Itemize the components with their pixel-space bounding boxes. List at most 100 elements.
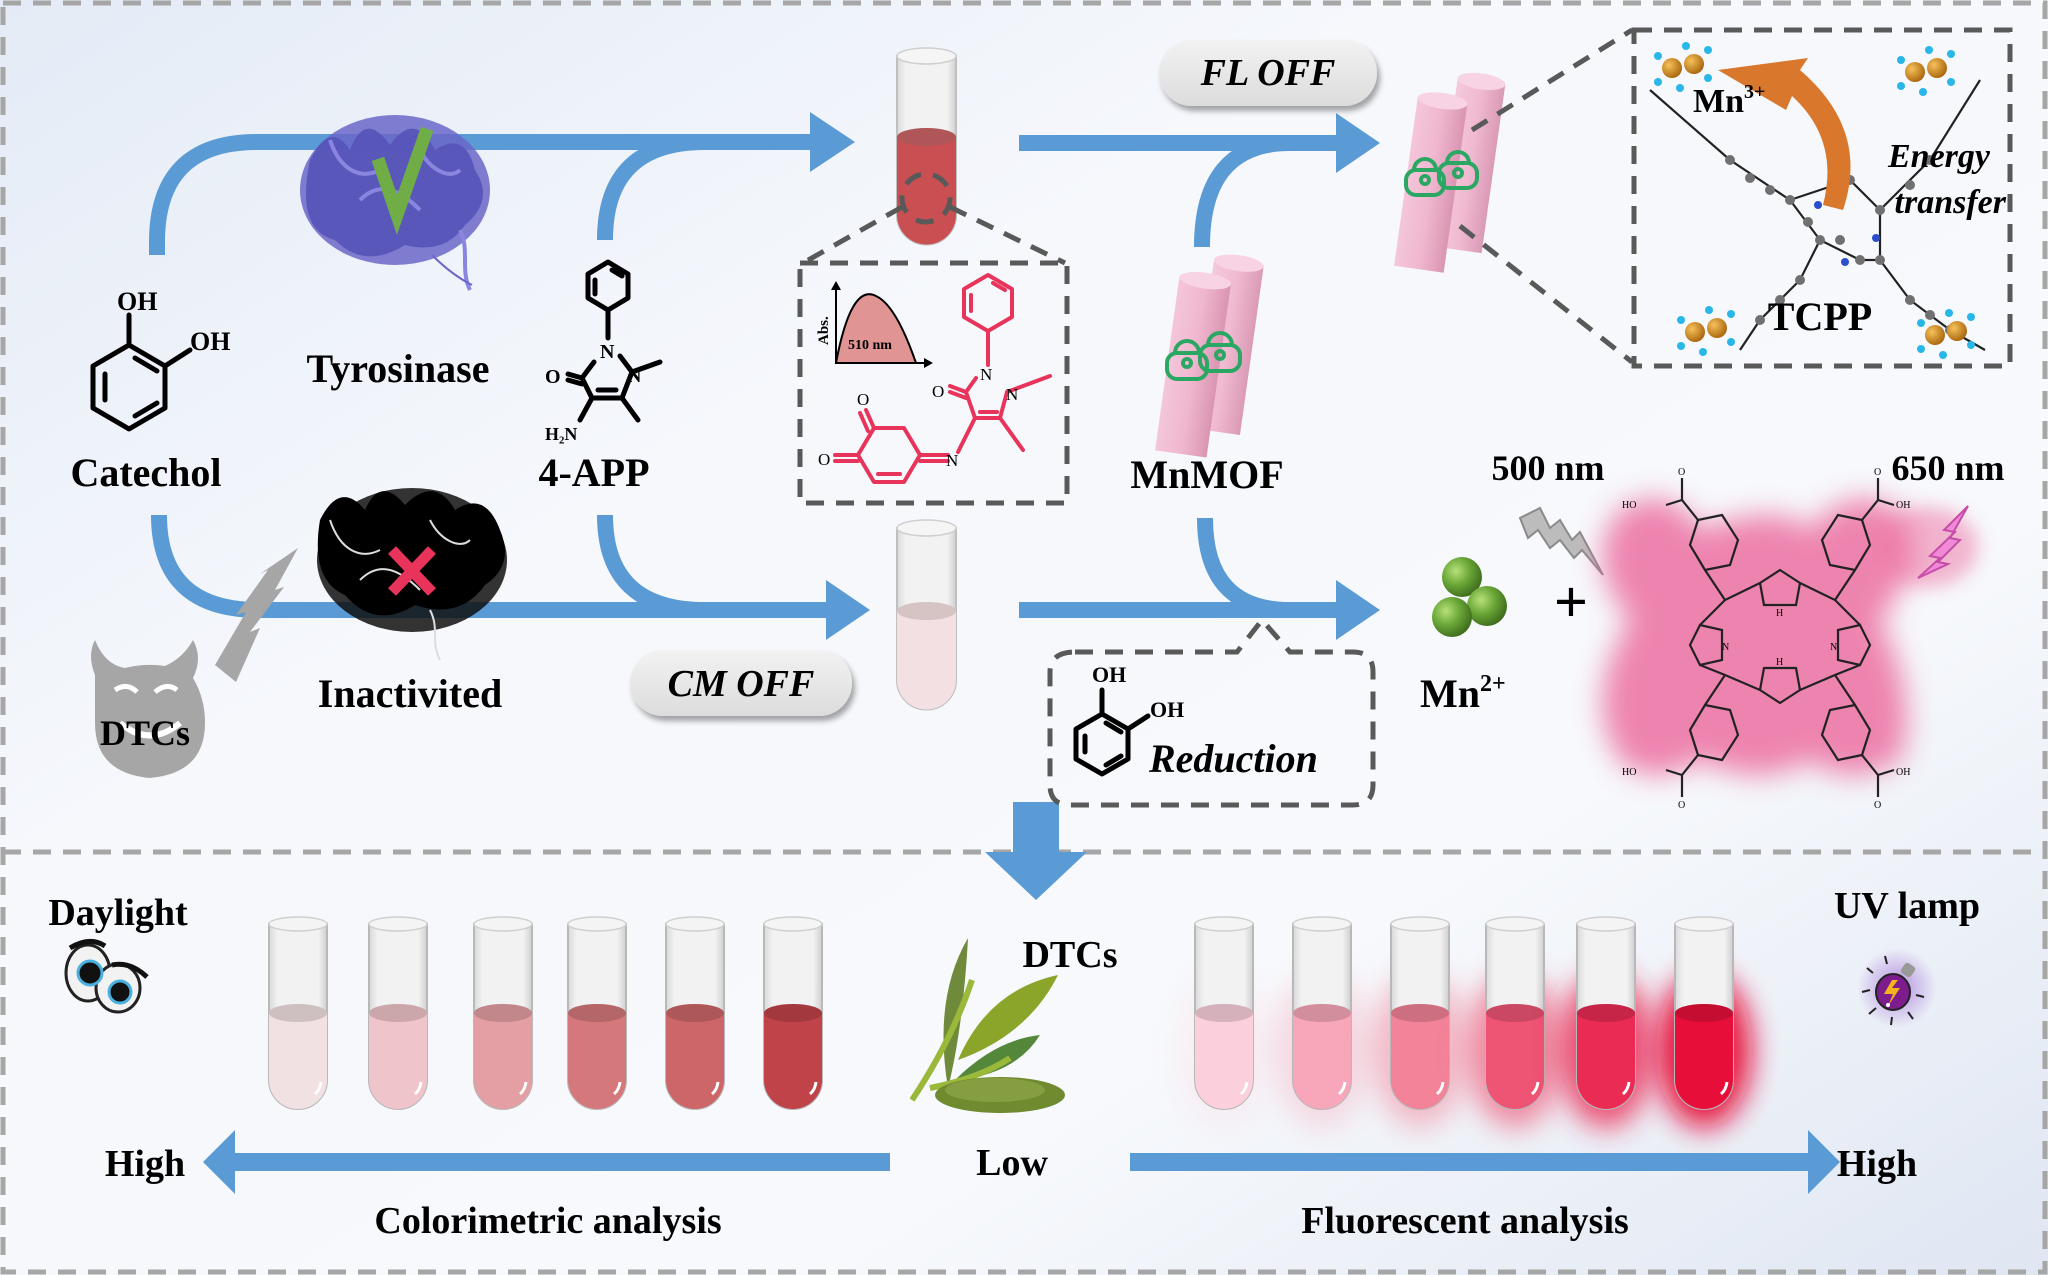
flow-mof-up: [1194, 135, 1291, 248]
fl-off-label: FL OFF: [1200, 52, 1336, 94]
excitation-lightning-icon: [1518, 506, 1604, 576]
absorbance-peak: [834, 293, 918, 364]
energy-transfer-line2: transfer: [1895, 184, 2007, 221]
colorimetric-tube: [763, 916, 823, 1110]
4app-nh2: H₂N: [545, 424, 577, 444]
tube-liquid: [1391, 1013, 1449, 1109]
tube-highlight: [314, 1081, 323, 1096]
tube-meniscus: [269, 1004, 327, 1022]
daylight-label: Daylight: [48, 892, 188, 934]
tube-highlight: [1338, 1081, 1347, 1096]
tube-rim: [1292, 916, 1352, 932]
colorimetric-high-label: High: [105, 1143, 185, 1185]
fluorescent-tube: [1656, 916, 1752, 1128]
energy-transfer-line1: Energy: [1887, 138, 1991, 175]
arrowhead-top-2: [1336, 113, 1380, 173]
mn2-spheres-icon: [1432, 557, 1507, 637]
porphyrin-cooh-tr: OH: [1896, 500, 1910, 511]
tube-rim: [665, 916, 725, 932]
tube-rim: [1194, 916, 1254, 932]
flow-4app-bottom: [597, 514, 706, 618]
zoom-callout-right: [948, 204, 1067, 266]
tube-rim: [763, 916, 823, 932]
porphyrin-o-br: O: [1874, 800, 1881, 811]
colorimetric-tube: [268, 916, 328, 1110]
lightning-icon: [215, 548, 298, 682]
tcpp-label: TCPP: [1768, 294, 1872, 339]
tube-meniscus: [1577, 1004, 1635, 1022]
product-structure: N N N O O O: [818, 273, 1052, 484]
tube-meniscus: [666, 1004, 724, 1022]
colorimetric-tube: [567, 916, 627, 1110]
energy-transfer-arrow: [1718, 58, 1851, 210]
reduction-oh2: OH: [1150, 697, 1184, 722]
reduction-oh1: OH: [1092, 662, 1126, 687]
porphyrin-nh-bottom: H: [1776, 657, 1783, 668]
flow-4app-top: [597, 134, 706, 241]
porphyrin-cooh-br: OH: [1896, 767, 1910, 778]
tube-highlight: [711, 1081, 720, 1096]
product-n2: N: [1006, 385, 1018, 404]
tube-meniscus: [474, 1004, 532, 1022]
tube-highlight: [809, 1081, 818, 1096]
tube-rim: [1390, 916, 1450, 932]
fluorescent-axis-shaft: [1130, 1153, 1810, 1171]
tyrosinase-label: Tyrosinase: [307, 346, 490, 391]
down-arrow-shaft: [1013, 802, 1059, 852]
eyes-icon: [64, 939, 149, 1014]
porphyrin-nh-top: H: [1776, 608, 1783, 619]
down-arrow-head: [985, 852, 1087, 900]
fluorescent-tube: [1372, 916, 1468, 1128]
peak-wavelength-label: 510 nm: [848, 338, 892, 353]
cm-off-label: CM OFF: [668, 663, 815, 705]
4app-label: 4-APP: [538, 450, 649, 495]
tube-liquid: [369, 1013, 427, 1109]
fluorescent-method-label: Fluorescent analysis: [1301, 1200, 1629, 1242]
colorimetric-axis-shaft: [235, 1153, 890, 1171]
4app-n1: N: [600, 341, 615, 363]
catechol-structure: OH OH: [90, 287, 230, 432]
reduction-label: Reduction: [1148, 736, 1318, 781]
lock-icon: [1165, 331, 1242, 381]
fluorescent-tube: [1176, 916, 1272, 1128]
fluorescent-tube: [1274, 916, 1370, 1128]
tube-liquid: [1577, 1013, 1635, 1109]
low-label: Low: [976, 1142, 1048, 1184]
mnmof-label: MnMOF: [1130, 452, 1283, 497]
tube-highlight: [414, 1081, 423, 1096]
tube-liquid: [474, 1013, 532, 1109]
tube-pale-product: [896, 519, 957, 711]
colorimetric-tube: [665, 916, 725, 1110]
zoom-callout-left: [801, 204, 904, 266]
catechol-oh1: OH: [117, 287, 157, 316]
tea-leaves-icon: [909, 938, 1065, 1113]
fluorescent-tubes: [1176, 916, 1752, 1128]
tube-highlight: [1720, 1081, 1729, 1096]
arrowhead-bottom-2: [1336, 580, 1380, 640]
tube-meniscus: [1293, 1004, 1351, 1022]
colorimetric-tubes: [268, 916, 823, 1110]
tube-rim: [1674, 916, 1734, 932]
tcpp-inset-box: [1631, 27, 2013, 369]
arrowhead-bottom-1: [826, 580, 870, 640]
mnmof-rods-locked-icon: [1394, 72, 1506, 273]
porphyrin-o-tl: O: [1678, 467, 1685, 478]
excitation-wavelength: 500 nm: [1491, 448, 1604, 488]
dtcs-inhibitor-label: DTCs: [100, 713, 190, 753]
cm-off-badge: [630, 650, 852, 716]
tube-colored-product: [896, 47, 957, 246]
mnmof-rods-icon: [1155, 254, 1264, 458]
tube-meniscus: [764, 1004, 822, 1022]
tube-rim: [473, 916, 533, 932]
flow-mof-down: [1197, 517, 1291, 618]
catechol-oh2: OH: [190, 327, 230, 356]
tube-rim: [1576, 916, 1636, 932]
product-inset-box: [797, 260, 1070, 506]
mn3-label: Mn3+: [1693, 81, 1765, 120]
tube-top-liquid: [897, 137, 956, 245]
tube-highlight: [1531, 1081, 1540, 1096]
colorimetric-method-label: Colorimetric analysis: [374, 1200, 721, 1242]
tube-meniscus: [1195, 1004, 1253, 1022]
